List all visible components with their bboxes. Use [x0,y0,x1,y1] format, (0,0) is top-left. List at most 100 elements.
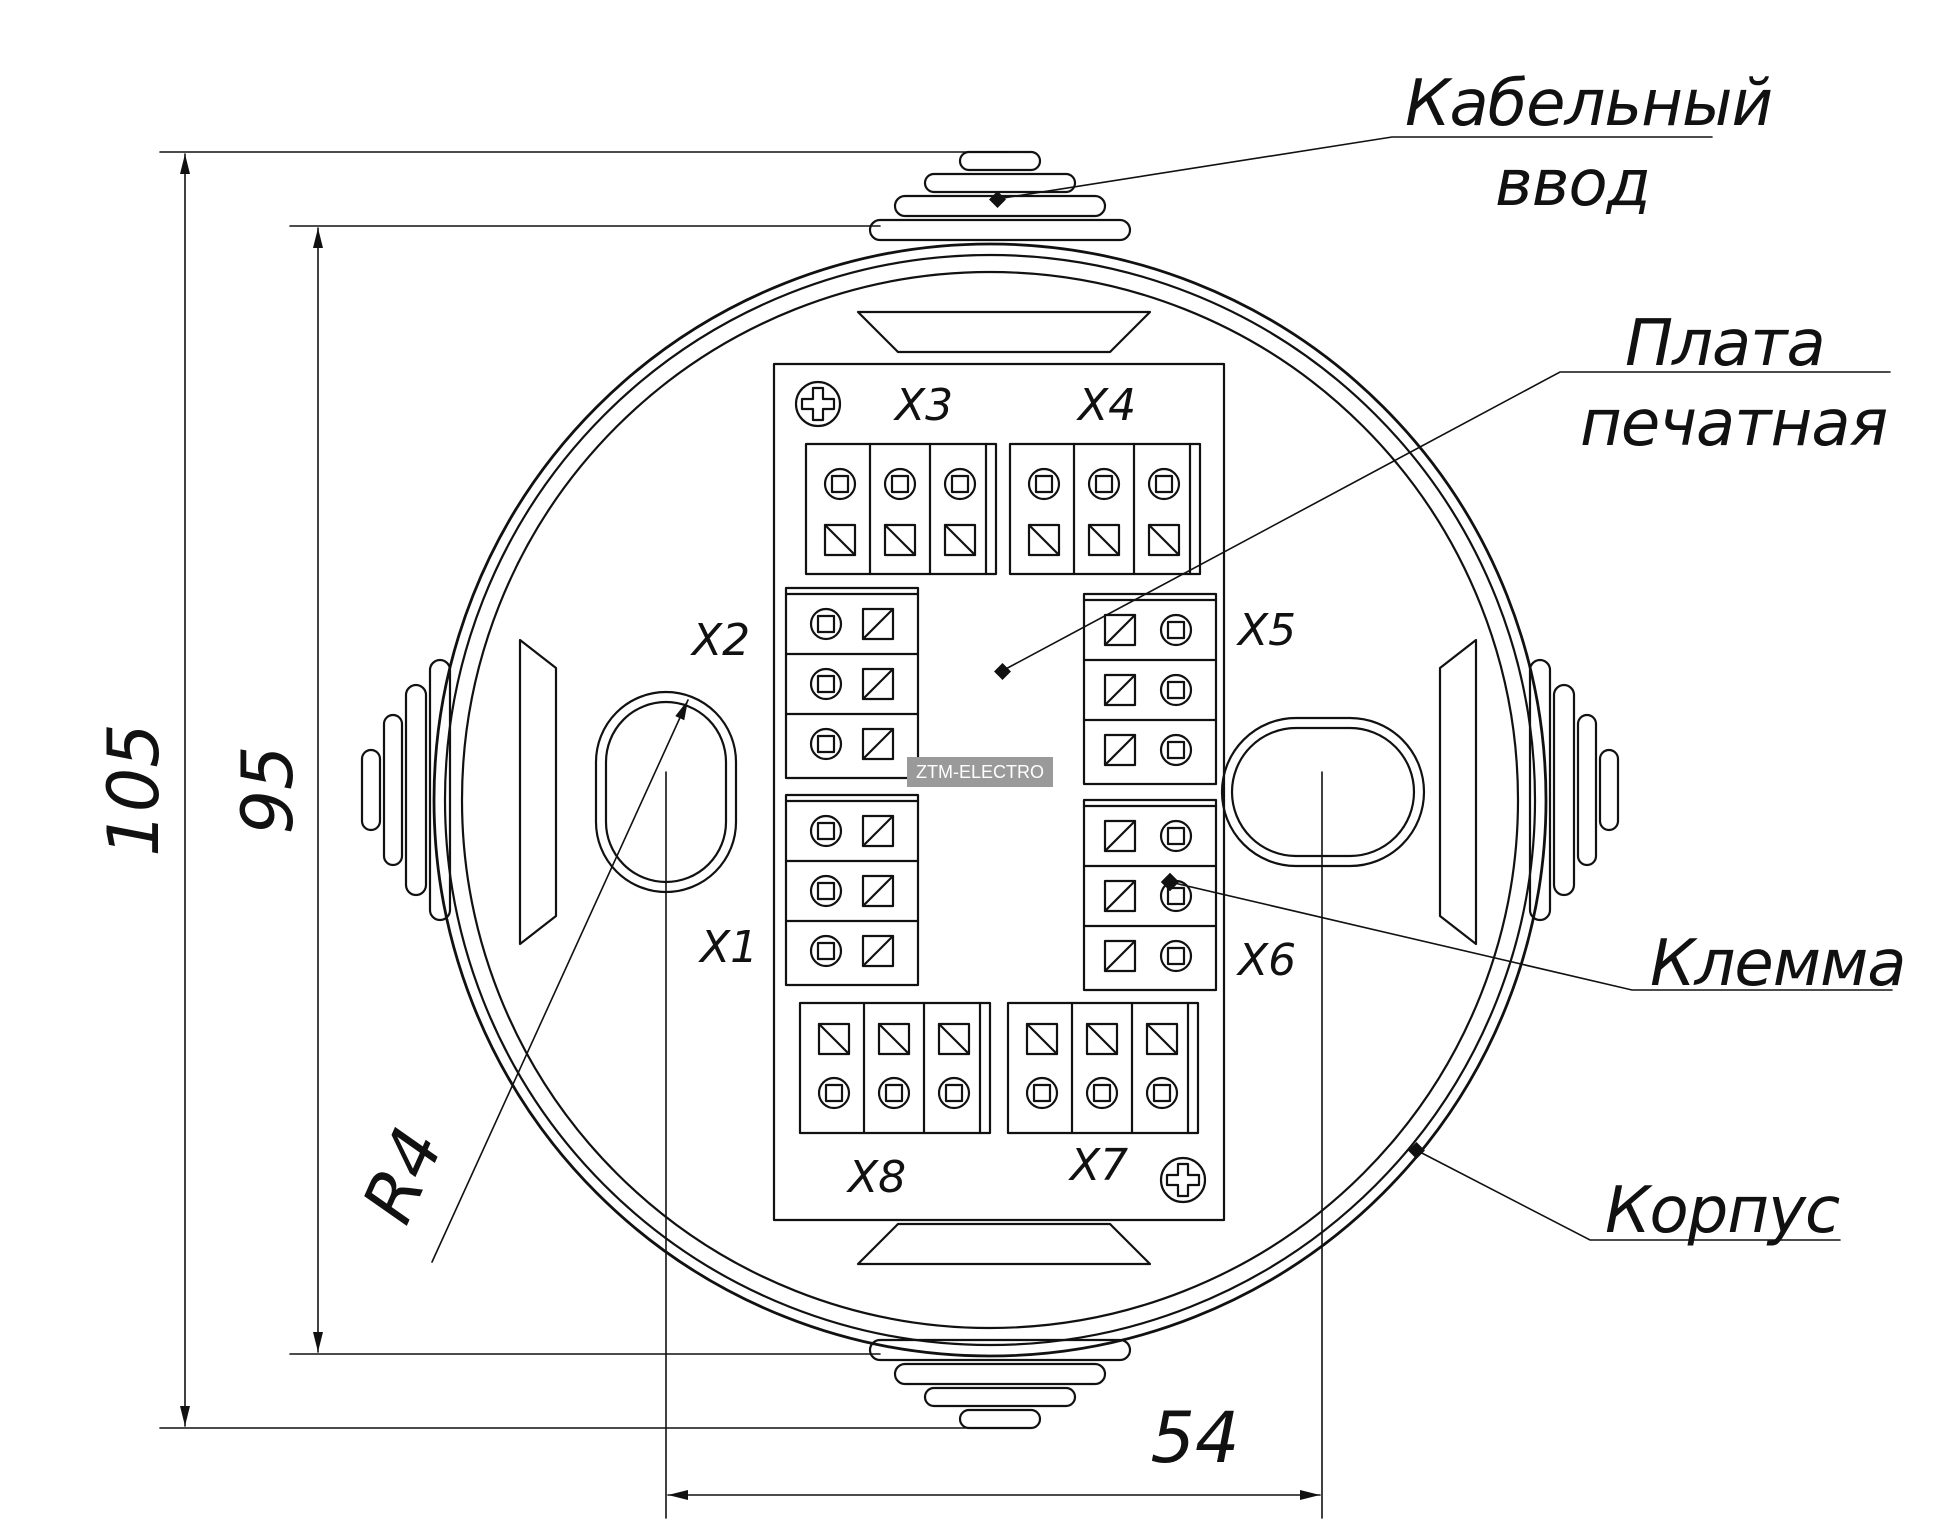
dimension-overall-height-value: 105 [93,723,175,857]
terminal-x7-1-screw-icon [1025,1076,1059,1110]
housing [432,242,1548,1358]
terminal-block-x2 [784,586,920,780]
terminal-x4-3-screw-head [1154,474,1174,494]
terminal-x1-3-screw-icon [809,934,843,968]
terminal-x8-1-wire-slot-hatch [817,1022,851,1056]
terminal-x5-1-wire-slot [1103,613,1137,647]
terminal-x2-2-screw-head [816,674,836,694]
terminal-x6-1-wire-slot-hatch [1103,819,1137,853]
terminal-x3-1-wire-slot-hatch [823,523,857,557]
terminal-x3-2-screw-head [890,474,910,494]
terminal-x4-1-wire-slot-hatch [1027,523,1061,557]
terminal-x2-2-wire-slot-hatch [861,667,895,701]
terminal-x1-1-wire-slot [861,814,895,848]
terminal-x8-1-wire-slot [817,1022,851,1056]
terminal-x7-3-screw-icon [1145,1076,1179,1110]
terminal-x3-3-wire-slot-hatch [943,523,977,557]
terminal-x3-3-wire-slot [943,523,977,557]
watermark-text: ZTM-ELECTRO [916,762,1044,782]
terminal-x8-3-wire-slot [937,1022,971,1056]
cable-entry-bottom [868,1338,1132,1430]
terminal-x8-1-screw-icon [817,1076,851,1110]
recess-right [1438,638,1478,946]
terminal-x6-3-screw-icon [1159,939,1193,973]
terminal-x2-3-screw-icon [809,727,843,761]
callout-housing: Корпус [1408,1142,1841,1248]
terminal-x3-2-wire-slot [883,523,917,557]
terminal-x1-3-wire-slot-hatch [861,934,895,968]
dimension-hole-radius: R4 [347,699,689,1263]
terminal-x2-3-wire-slot-hatch [861,727,895,761]
label-x6: X6 [1236,935,1296,986]
terminal-x4-1-screw-icon [1027,467,1061,501]
callout-cable-entry-line2: ввод [1495,147,1650,221]
terminal-x7-3-screw-head [1152,1083,1172,1103]
cable-entry-left [360,658,452,922]
terminal-x1-2-screw-icon [809,874,843,908]
terminal-x8-3-wire-slot-hatch [937,1022,971,1056]
dimension-body-height-value: 95 [227,745,309,834]
mounting-hole-right [1220,716,1426,868]
terminal-x4-1-screw-head [1034,474,1054,494]
terminal-x4-3-screw-icon [1147,467,1181,501]
dimension-overall-height: 105 [93,151,1006,1429]
terminal-x2-1-screw-head [816,614,836,634]
terminal-x1-1-wire-slot-hatch [861,814,895,848]
terminal-x4-3-wire-slot-hatch [1147,523,1181,557]
terminal-x6-2-wire-slot-hatch [1103,879,1137,913]
callout-housing-text: Корпус [1605,1174,1840,1248]
terminal-x1-1-screw-head [816,821,836,841]
dimension-hole-spacing: 54 [665,771,1323,1519]
terminal-x6-2-wire-slot [1103,879,1137,913]
terminal-x5-3-wire-slot [1103,733,1137,767]
terminal-x7-3-wire-slot [1145,1022,1179,1056]
terminal-blocks [784,442,1218,1135]
housing-inner-ring-1 [443,253,1537,1347]
screw-top-left-icon [794,380,842,428]
terminal-x1-2-wire-slot-hatch [861,874,895,908]
terminal-block-x6 [1082,798,1218,992]
terminal-block-x4 [1008,442,1202,576]
terminal-x5-1-screw-head [1166,620,1186,640]
terminal-x6-3-wire-slot [1103,939,1137,973]
terminal-x5-2-wire-slot [1103,673,1137,707]
terminal-x7-3-wire-slot-hatch [1145,1022,1179,1056]
terminal-x7-2-screw-icon [1085,1076,1119,1110]
recess-top [856,310,1152,354]
terminal-x5-1-wire-slot-hatch [1103,613,1137,647]
terminal-x3-1-screw-head [830,474,850,494]
callout-cable-entry-line1: Кабельный [1405,67,1772,141]
terminal-x2-3-wire-slot [861,727,895,761]
terminal-x5-3-screw-head [1166,740,1186,760]
label-x3: X3 [893,380,953,431]
terminal-x3-1-wire-slot [823,523,857,557]
terminal-x7-1-screw-head [1032,1083,1052,1103]
label-x4: X4 [1076,380,1136,431]
cable-entry-right [1528,658,1620,922]
terminal-x8-3-screw-head [944,1083,964,1103]
terminal-x1-2-screw-head [816,881,836,901]
terminal-x1-3-wire-slot [861,934,895,968]
terminal-x6-3-screw-head [1166,946,1186,966]
terminal-x4-2-wire-slot [1087,523,1121,557]
callout-pcb: Плата печатная [994,307,1891,680]
terminal-x6-1-screw-icon [1159,819,1193,853]
watermark-badge [907,757,1053,787]
terminal-x2-1-wire-slot [861,607,895,641]
recess-left [518,638,558,946]
terminal-x8-1-screw-head [824,1083,844,1103]
terminal-x1-1-screw-icon [809,814,843,848]
recess-bottom [856,1222,1152,1266]
screw-bottom-right-icon [1159,1156,1207,1204]
callout-pcb-line1: Плата [1625,307,1825,381]
terminal-x3-3-screw-head [950,474,970,494]
terminal-block-x5 [1082,592,1218,786]
label-x1: X1 [698,922,758,973]
terminal-x8-2-wire-slot-hatch [877,1022,911,1056]
terminal-x1-3-screw-head [816,941,836,961]
label-x8: X8 [846,1152,906,1203]
label-x7: X7 [1068,1140,1128,1191]
terminal-x2-1-wire-slot-hatch [861,607,895,641]
callout-pcb-line2: печатная [1580,387,1887,461]
